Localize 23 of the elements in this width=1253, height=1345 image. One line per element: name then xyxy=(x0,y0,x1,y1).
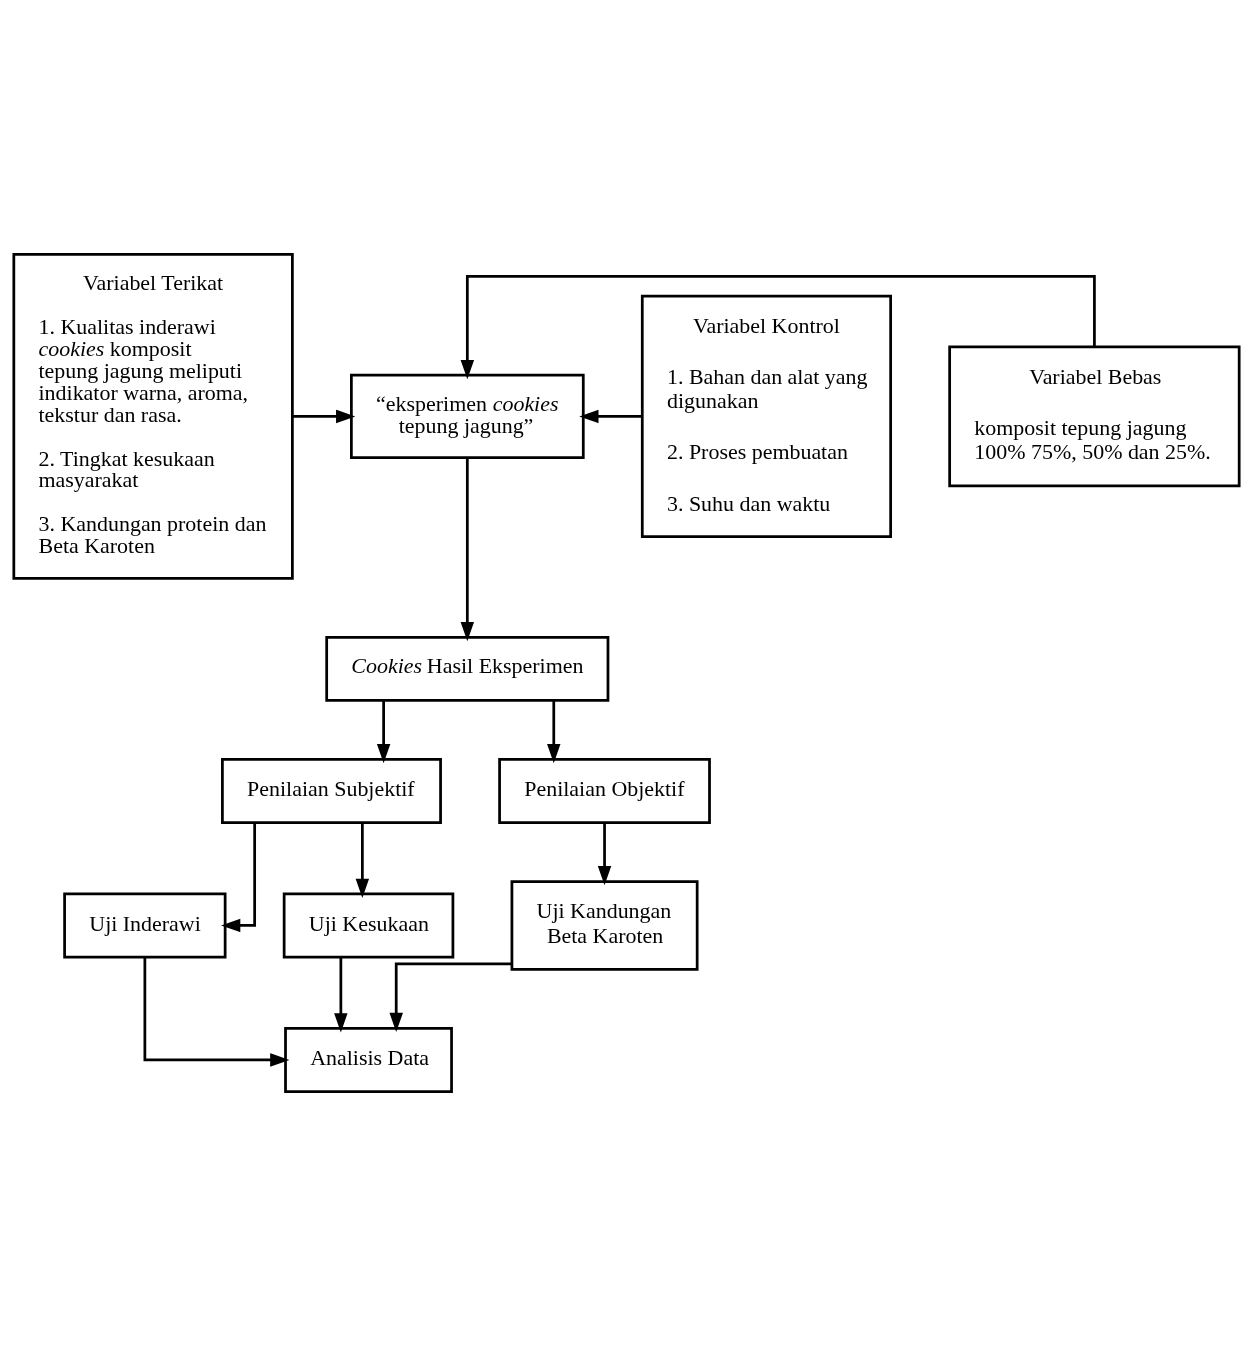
arrow xyxy=(376,700,391,763)
node-box: Analisis Data xyxy=(284,1026,453,1093)
node-box: “eksperimen cookies tepung jagung” xyxy=(350,373,585,459)
arrow xyxy=(460,274,1096,379)
arrow xyxy=(334,956,348,1032)
arrow xyxy=(597,822,612,885)
node-box: Cookies Hasil Eksperimen xyxy=(325,635,610,702)
arrow xyxy=(355,822,370,898)
arrow xyxy=(143,956,290,1067)
node-box: Uji Kandungan Beta Karoten xyxy=(510,879,699,971)
node-box: Variabel Kontrol 1. Bahan dan alat yang digunakan 2. Proses pembuatan 3. Suhu dan waktu xyxy=(640,294,892,538)
arrow xyxy=(221,822,256,932)
arrow xyxy=(547,700,561,763)
arrow xyxy=(389,962,512,1032)
node-box: Uji Inderawi xyxy=(63,892,227,958)
node-box: Penilaian Subjektif xyxy=(221,757,442,824)
arrow xyxy=(460,457,475,641)
node-box: Penilaian Objektif xyxy=(498,757,711,824)
arrow xyxy=(292,409,356,423)
node-box: Uji Kesukaan xyxy=(282,892,455,958)
node-box: Variabel Terikat 1. Kualitas inderawi cookies komposit tepung jagung meliputi indikator warna, aroma, tekstur dan rasa. 2. Tingkat kesukaan masyarakat 3. Kandungan protein dan Beta Karoten xyxy=(12,252,294,580)
arrow xyxy=(579,409,642,423)
node-box: Variabel Bebas komposit tepung jagung 100% 75%, 50% dan 25%. xyxy=(948,344,1241,487)
